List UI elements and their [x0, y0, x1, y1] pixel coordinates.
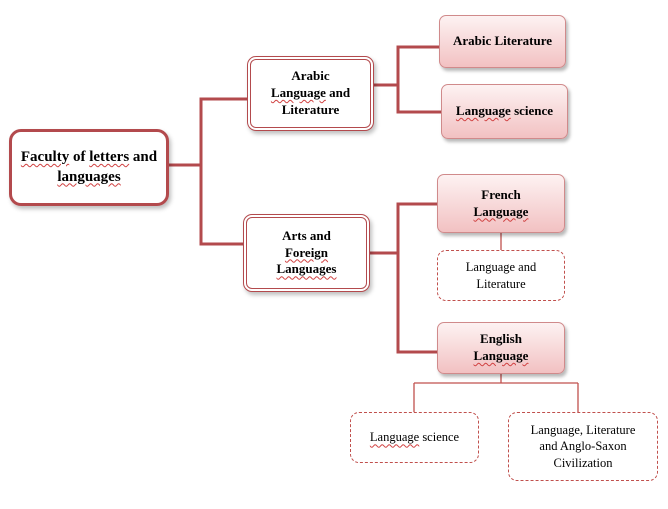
connector-english-children [413, 373, 579, 412]
english-language-node: English Language [437, 322, 565, 374]
connector-root-foreign [199, 165, 247, 246]
foreign-node-line1: Arts and [282, 227, 331, 243]
connector-root-arabic [168, 97, 247, 167]
english-child2-line3: Civilization [553, 455, 613, 470]
english-child2-line2: and Anglo-Saxon [539, 439, 627, 454]
root-word-faculty: Faculty [20, 149, 70, 165]
french-language-literature-node: Language and Literature [437, 250, 565, 301]
french-node-line2: Language [473, 203, 529, 219]
root-word-and: and [129, 149, 158, 165]
french-node-line1: French [481, 186, 521, 202]
arabic-language-literature-node: Arabic Language and Literature [247, 56, 374, 131]
arabic-node-line1: Arabic [291, 68, 330, 84]
connector-foreign-english [396, 204, 439, 354]
arabic-science-word-science: science [510, 103, 554, 119]
english-science-word-language: Language [369, 430, 420, 445]
arabic-literature-node: Arabic Literature [439, 15, 566, 68]
root-word-languages: languages [57, 168, 121, 185]
english-science-word-science: science [419, 430, 460, 445]
arabic-language-science-node: Language science [441, 84, 568, 139]
foreign-node-line3: Languages [276, 261, 337, 277]
english-node-line1: English [480, 331, 522, 347]
french-language-node: French Language [437, 174, 565, 233]
connector-arabic-science [396, 85, 441, 114]
english-language-science-node: Language science [350, 412, 479, 463]
faculty-node: Faculty of letters and languages [9, 129, 169, 206]
foreign-node-line2: Foreign [284, 244, 329, 260]
arts-foreign-languages-node: Arts and Foreign Languages [243, 214, 370, 292]
french-child-line1: Language and [465, 260, 537, 275]
arabic-science-word-language: Language [455, 103, 511, 119]
root-word-of: of [69, 149, 90, 165]
root-word-letters: letters [89, 149, 130, 165]
english-literature-civilization-node: Language, Literature and Anglo-Saxon Civ… [508, 412, 658, 481]
french-child-line2: Literature [476, 276, 526, 291]
english-child2-line1: Language, Literature [530, 423, 636, 438]
arabic-node-line3: Literature [281, 101, 340, 117]
connector-arabic-literature [374, 45, 439, 87]
arabic-node-word-language: Language [270, 85, 326, 101]
arabic-literature-label: Arabic Literature [452, 33, 553, 49]
english-node-line2: Language [473, 348, 529, 363]
arabic-node-word-and: and [325, 85, 351, 101]
connector-foreign-french [370, 202, 439, 255]
